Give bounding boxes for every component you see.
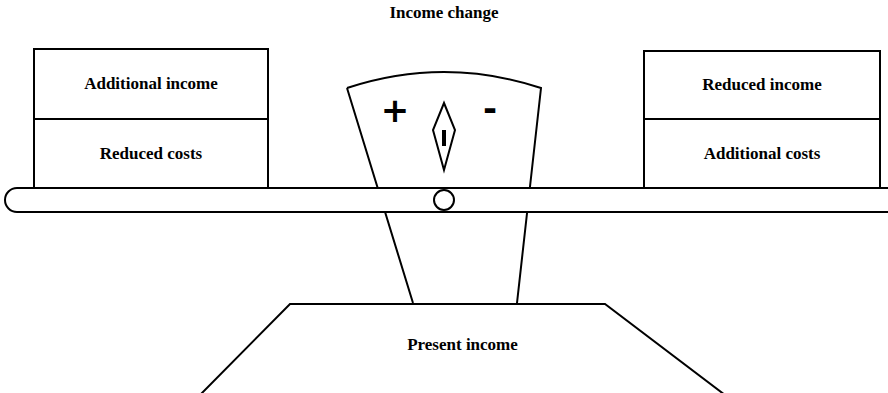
base-trapezoid: [200, 304, 725, 393]
gauge-needle: [433, 103, 455, 170]
box-label: Additional income: [84, 74, 218, 94]
income-box: Additional income: [33, 48, 269, 120]
income-box: Additional costs: [643, 118, 881, 190]
scale-base: Present income: [200, 303, 725, 393]
base-label: Present income: [407, 335, 518, 355]
diagram-title: Income change: [0, 3, 888, 23]
needle-mark: [442, 130, 446, 146]
box-label: Reduced income: [702, 75, 821, 95]
box-label: Additional costs: [704, 144, 821, 164]
pivot: [434, 190, 454, 210]
beam-bar: [5, 188, 888, 212]
box-label: Reduced costs: [100, 144, 202, 164]
gauge-body: [347, 72, 541, 303]
scale-gauge: +-: [340, 60, 548, 304]
gauge-sign: +: [381, 90, 410, 130]
gauge-outline: [340, 60, 548, 304]
income-box: Reduced income: [643, 50, 881, 120]
gauge-sign: -: [483, 88, 497, 128]
income-box: Reduced costs: [33, 118, 269, 190]
